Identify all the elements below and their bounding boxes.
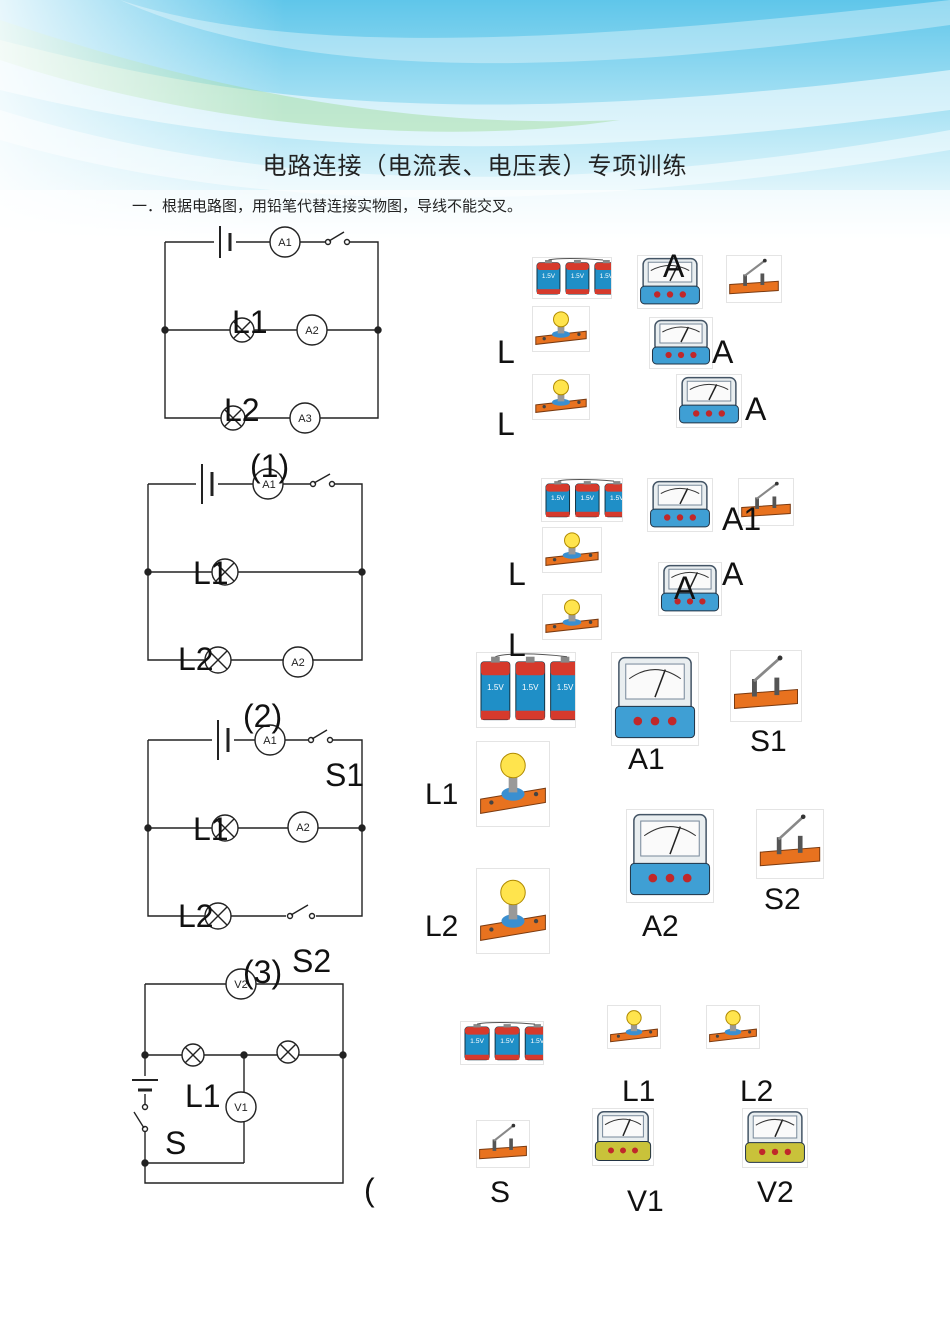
problem-number: ( — [364, 1172, 375, 1208]
lamp-label: L1 — [425, 778, 459, 811]
ammeter-label: A2 — [642, 910, 679, 943]
battery-voltage-label: 1.5V — [487, 683, 504, 692]
lamp-image — [532, 306, 590, 352]
voltmeter-label: V1 — [627, 1185, 664, 1218]
lamp-label: L1 — [193, 811, 229, 847]
battery-pack-image: 1.5V 1.5V 1.5V — [460, 1021, 544, 1065]
lamp-image — [542, 527, 602, 573]
lamp-image — [607, 1005, 661, 1049]
lamp-image — [476, 868, 550, 954]
battery-voltage-label: 1.5V — [557, 683, 574, 692]
ammeter-image — [637, 255, 703, 309]
battery-voltage-label: 1.5V — [522, 683, 539, 692]
battery-pack-image: 1.5V 1.5V 1.5V — [541, 478, 623, 522]
ammeter-image — [611, 652, 699, 746]
ammeter-image — [649, 317, 713, 369]
lamp-image — [476, 741, 550, 827]
lamp-label: L1 — [185, 1078, 221, 1114]
battery-voltage-label: 1.5V — [581, 495, 595, 502]
battery-voltage-label: 1.5V — [600, 273, 611, 280]
problem-number: (2) — [243, 698, 283, 734]
ammeter-image — [658, 562, 722, 616]
switch-label: S — [165, 1125, 187, 1161]
lamp-label: L2 — [224, 392, 260, 428]
lamp-label: L2 — [178, 898, 214, 934]
battery-voltage-label: 1.5V — [551, 495, 565, 502]
switch-image — [738, 478, 794, 526]
meter-label: V2 — [234, 979, 247, 991]
lamp-image — [706, 1005, 760, 1049]
lamp-label: L — [508, 627, 526, 663]
lamp-label: L2 — [178, 641, 214, 677]
ammeter-image — [626, 809, 714, 903]
ammeter-label: A1 — [628, 743, 665, 776]
switch-label: S — [490, 1176, 511, 1209]
switch-image — [476, 1120, 530, 1168]
page-title: 电路连接（电流表、电压表）专项训练 — [262, 152, 688, 180]
lamp-label: L1 — [232, 304, 268, 340]
lamp-label: L1 — [622, 1075, 656, 1108]
battery-voltage-label: 1.5V — [470, 1038, 484, 1045]
meter-label: A2 — [296, 822, 309, 834]
ammeter-label: A — [722, 556, 744, 592]
lamp-label: L1 — [193, 555, 229, 591]
battery-pack-image: 1.5V 1.5V 1.5V — [532, 257, 612, 299]
circuit-1-diagram — [164, 226, 379, 434]
header-banner — [0, 0, 950, 240]
battery-voltage-label: 1.5V — [571, 273, 585, 280]
meter-label: A1 — [262, 479, 275, 491]
meter-label: A2 — [291, 657, 304, 669]
problem-number: (1) — [250, 448, 290, 484]
lamp-label: L — [497, 334, 515, 370]
lamp-label: L2 — [425, 910, 459, 943]
lamp-label: L — [508, 556, 526, 592]
voltmeter-label: V2 — [757, 1176, 794, 1209]
instruction-text: 一．根据电路图，用铅笔代替连接实物图，导线不能交叉。 — [132, 197, 523, 215]
lamp-label: L — [497, 406, 515, 442]
meter-label: A1 — [278, 237, 291, 249]
ammeter-label: A — [663, 248, 685, 284]
ammeter-label: A — [745, 391, 767, 427]
circuit-3-diagram — [147, 720, 363, 930]
switch-image — [726, 255, 782, 303]
battery-voltage-label: 1.5V — [610, 495, 622, 502]
battery-voltage-label: 1.5V — [500, 1038, 514, 1045]
voltmeter-image — [742, 1108, 808, 1168]
switch-label: S1 — [325, 757, 365, 793]
switch-label: S1 — [750, 725, 787, 758]
battery-pack-image: 1.5V 1.5V 1.5V — [476, 652, 576, 728]
ammeter-image — [647, 478, 713, 532]
ammeter-label: A — [712, 334, 734, 370]
switch-image — [730, 650, 802, 722]
problem-number: (3) — [243, 954, 283, 990]
meter-label: A3 — [298, 413, 311, 425]
meter-label: V1 — [234, 1102, 247, 1114]
circuit-4-diagram — [132, 968, 344, 1184]
lamp-label: L2 — [740, 1075, 774, 1108]
battery-voltage-label: 1.5V — [530, 1038, 543, 1045]
voltmeter-image — [592, 1108, 654, 1166]
switch-image — [756, 809, 824, 879]
ammeter-label: A — [674, 570, 696, 606]
lamp-image — [532, 374, 590, 420]
switch-label: S2 — [764, 883, 801, 916]
meter-label: A2 — [305, 325, 318, 337]
battery-voltage-label: 1.5V — [542, 273, 556, 280]
ammeter-image — [676, 374, 742, 428]
switch-label: S2 — [292, 943, 332, 979]
circuit-2-diagram — [147, 464, 363, 678]
lamp-image — [542, 594, 602, 640]
ammeter-label: A1 — [722, 501, 762, 537]
meter-label: A1 — [263, 735, 276, 747]
